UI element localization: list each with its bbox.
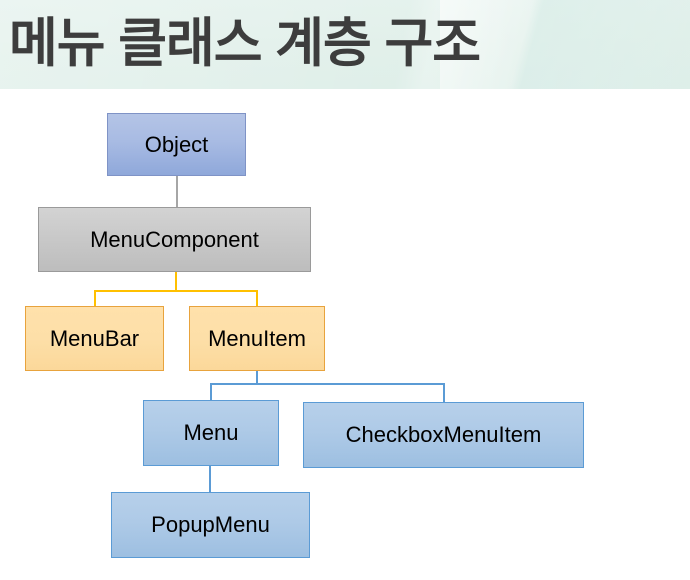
node-checkboxmenuitem[interactable]: CheckboxMenuItem <box>303 402 584 468</box>
class-hierarchy-diagram: Object MenuComponent MenuBar MenuItem Me… <box>0 89 690 580</box>
node-menucomponent[interactable]: MenuComponent <box>38 207 311 272</box>
slide-header-band: 메뉴 클래스 계층 구조 <box>0 0 690 89</box>
connector-object-to-menucomponent <box>176 176 178 207</box>
connector-drop-to-menu <box>210 383 212 401</box>
node-menucomponent-label: MenuComponent <box>90 226 259 252</box>
connector-menucomponent-bus <box>94 290 257 292</box>
connector-menuitem-bus <box>210 383 445 385</box>
connector-menu-to-popupmenu <box>209 466 211 493</box>
connector-menucomponent-stem <box>175 272 177 291</box>
connector-drop-to-menubar <box>94 290 96 307</box>
node-menu[interactable]: Menu <box>143 400 279 466</box>
node-menubar-label: MenuBar <box>49 325 140 351</box>
node-object-label: Object <box>144 131 209 157</box>
node-menubar[interactable]: MenuBar <box>25 306 164 371</box>
node-menuitem[interactable]: MenuItem <box>189 306 325 371</box>
connector-drop-to-menuitem <box>256 290 258 307</box>
node-menuitem-label: MenuItem <box>208 325 306 351</box>
node-menu-label: Menu <box>183 420 239 445</box>
node-object[interactable]: Object <box>107 113 246 176</box>
node-popupmenu[interactable]: PopupMenu <box>111 492 310 558</box>
connector-menuitem-stem <box>256 371 258 384</box>
node-popupmenu-label: PopupMenu <box>151 512 270 537</box>
node-checkboxmenuitem-label: CheckboxMenuItem <box>345 422 542 447</box>
page-title: 메뉴 클래스 계층 구조 <box>9 14 481 73</box>
connector-drop-to-checkboxmenuitem <box>443 383 445 403</box>
